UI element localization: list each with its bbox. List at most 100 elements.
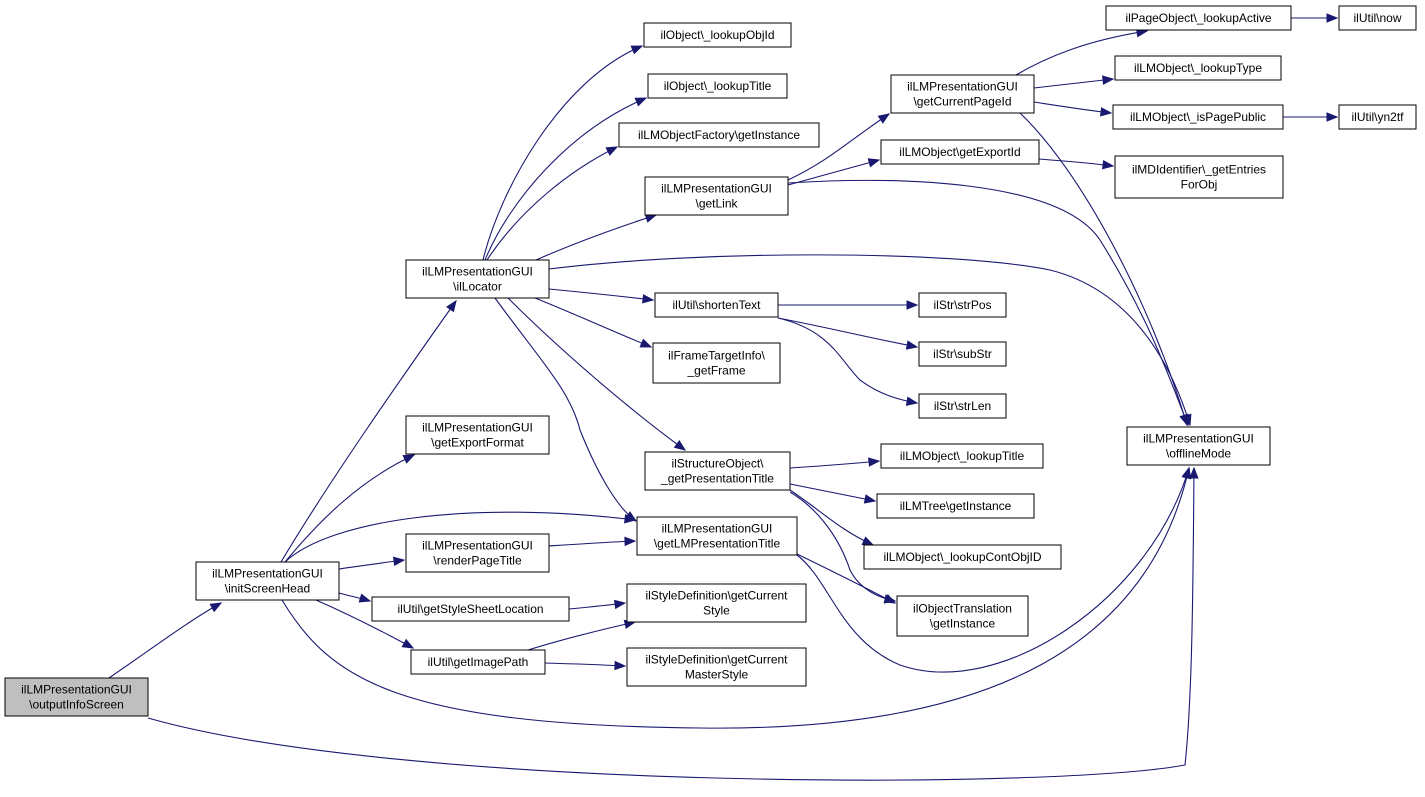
node-treeGetInstance[interactable]: ilLMTree\getInstance [876,493,1035,519]
node-lookupActive[interactable]: ilPageObject\_lookupActive [1105,5,1292,31]
node-getLink[interactable]: ilLMPresentationGUI\getLink [644,176,789,216]
node-getFrame[interactable]: ilFrameTargetInfo\_getFrame [652,342,781,384]
node-label-line: ilUtil\shortenText [672,298,761,312]
edge-getStyleSheetLocation-to-getCurrentStyle [568,599,627,610]
edge-shortenText-to-strLen [777,317,919,406]
node-strLen[interactable]: ilStr\strLen [918,393,1007,419]
node-box [644,451,791,491]
node-label-line: ilLMPresentationGUI [662,522,773,536]
edge-line [486,146,618,261]
node-box [626,647,807,687]
node-ilLocator[interactable]: ilLMPresentationGUI\ilLocator [405,259,550,299]
nodes: ilLMPresentationGUI\outputInfoScreen ilLM… [4,5,1417,717]
node-root[interactable]: ilLMPresentationGUI\outputInfoScreen [4,677,149,717]
node-initScreenHead[interactable]: ilLMPresentationGUI\initScreenHead [195,561,340,601]
edge-ilLocator-to-getFrame [534,297,653,348]
node-lookupContObjID[interactable]: ilLMObject\_lookupContObjID [863,544,1062,570]
node-lookupTitle[interactable]: ilObject\_lookupTitle [647,73,788,99]
node-lmLookupTitle[interactable]: ilLMObject\_lookupTitle [880,443,1044,469]
edge-arrowhead [624,536,637,547]
node-box [890,74,1035,114]
node-strPos[interactable]: ilStr\strPos [918,292,1007,318]
node-getLMPresentationTitle[interactable]: ilLMPresentationGUI\getLMPresentationTit… [636,516,798,556]
node-now[interactable]: ilUtil\now [1338,5,1417,31]
node-getCurrentPageId[interactable]: ilLMPresentationGUI\getCurrentPageId [890,74,1035,114]
node-label-line: ilPageObject\_lookupActive [1125,11,1271,25]
edge-line [281,467,1190,729]
edge-getPresentationTitle-to-treeGetInstance [789,483,877,504]
node-label-line: ilObject\_lookupTitle [664,79,772,93]
edge-arrowhead [358,593,372,603]
edge-line [1015,30,1148,76]
node-box [880,443,1044,469]
edge-line [777,317,918,404]
node-box [1114,55,1282,81]
node-label-line: ilLMPresentationGUI [422,539,533,553]
edge-initScreenHead-to-renderPageTitle [338,556,406,570]
edge-line [494,297,637,522]
node-getExportFormat[interactable]: ilLMPresentationGUI\getExportFormat [405,415,550,455]
node-box [1338,104,1417,130]
node-box [626,583,807,623]
edge-line [535,214,657,261]
node-box [918,393,1007,419]
edge-ilLocator-to-factoryGetInstance [486,146,619,261]
node-label-line: ilObject\_lookupObjId [660,28,774,42]
node-label-line: \getExportFormat [431,436,524,450]
edge-arrowhead [446,299,457,313]
edge-line [507,297,686,451]
edge-line [787,179,1189,426]
node-box [644,176,789,216]
node-translationGetInstance[interactable]: ilObjectTranslation\getInstance [896,595,1029,637]
node-offlineMode[interactable]: ilLMPresentationGUI\offlineMode [1126,426,1271,466]
node-box [918,341,1007,367]
edges [108,13,1339,781]
edge-arrowhead [1326,112,1339,122]
node-label-line: ilUtil\getStyleSheetLocation [397,602,543,616]
edge-arrowhead [1100,107,1113,117]
node-label-line: _getPresentationTitle [660,472,774,486]
node-getExportId[interactable]: ilLMObject\getExportId [880,139,1040,165]
node-yn2tf[interactable]: ilUtil\yn2tf [1338,104,1417,130]
node-box [654,292,779,318]
node-label-line: MasterStyle [685,668,749,682]
edge-ilLocator-to-offlineMode [548,254,1192,427]
node-label-line: ilUtil\yn2tf [1351,110,1404,124]
node-lookupType[interactable]: ilLMObject\_lookupType [1114,55,1282,81]
edge-arrowhead [883,593,897,604]
node-box [636,516,798,556]
edge-arrowhead [905,340,919,350]
edge-line [284,511,636,563]
edge-getCurrentPageId-to-offlineMode [1019,112,1189,427]
edge-arrowhead [868,457,881,467]
node-lookupObjId[interactable]: ilObject\_lookupObjId [643,22,792,48]
edge-line [789,460,880,469]
edge-arrowhead [639,338,653,348]
edge-isPagePublic-to-yn2tf [1283,112,1339,122]
edge-line [482,45,643,261]
node-factoryGetInstance[interactable]: ilLMObjectFactory\getInstance [618,122,820,148]
node-shortenText[interactable]: ilUtil\shortenText [654,292,779,318]
node-label-line: ilFrameTargetInfo\ [668,349,765,363]
edge-arrowhead [642,294,655,304]
edge-line [1019,112,1188,426]
edge-arrowhead [905,396,919,406]
node-box [618,122,820,148]
edge-getExportId-to-getEntriesForObj [1038,158,1115,170]
node-box [405,533,550,573]
node-getImagePath[interactable]: ilUtil\getImagePath [410,649,546,675]
node-label-line: \initScreenHead [225,582,310,596]
edge-line [315,599,414,649]
node-getStyleSheetLocation[interactable]: ilUtil\getStyleSheetLocation [371,596,570,622]
node-isPagePublic[interactable]: ilLMObject\_isPagePublic [1112,104,1284,130]
node-label-line: Style [703,604,730,618]
node-getPresentationTitle[interactable]: ilStructureObject\_getPresentationTitle [644,451,791,491]
edge-line [777,317,918,348]
node-renderPageTitle[interactable]: ilLMPresentationGUI\renderPageTitle [405,533,550,573]
node-subStr[interactable]: ilStr\subStr [918,341,1007,367]
node-label-line: \getInstance [930,617,996,631]
edge-initScreenHead-to-ilLocator [280,299,457,563]
